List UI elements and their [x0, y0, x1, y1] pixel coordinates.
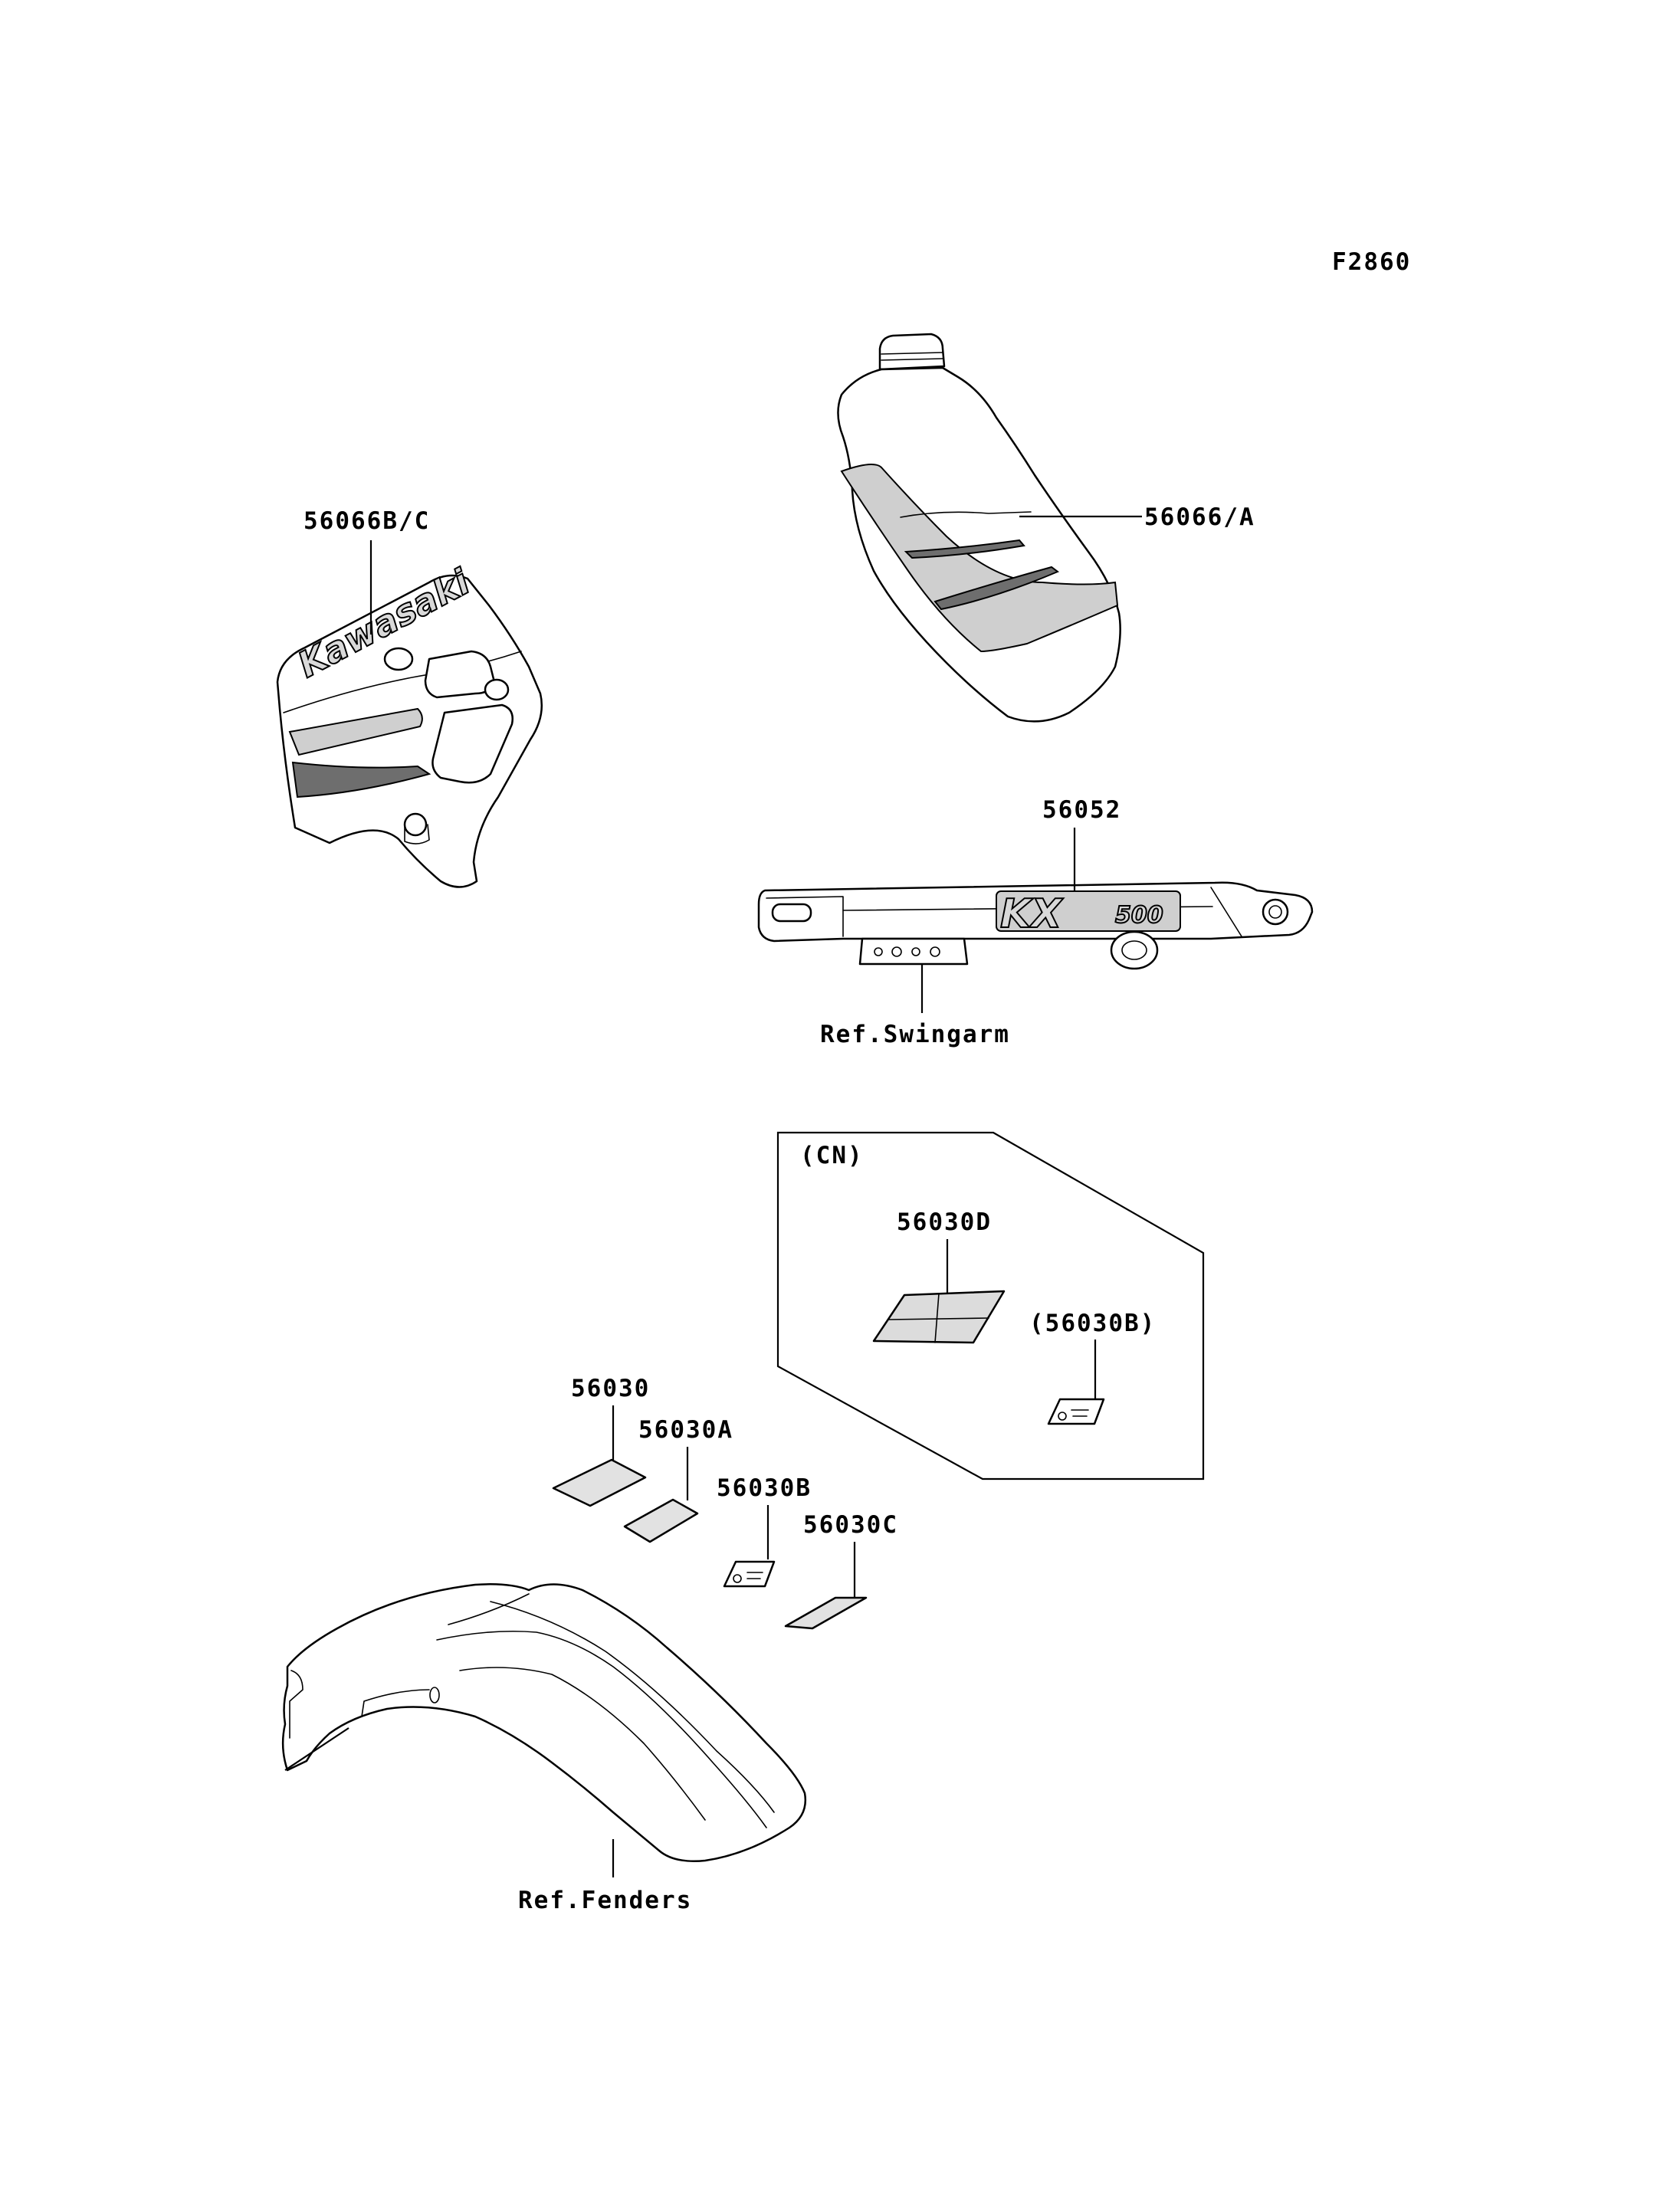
decal-56030c: [784, 1596, 868, 1630]
kx-logo: KX: [1000, 891, 1064, 937]
swingarm-part: KX 500: [757, 881, 1314, 970]
label-56030c: 56030C: [803, 1511, 898, 1539]
decal-56030a: [623, 1498, 699, 1543]
label-ref-swingarm: Ref.Swingarm: [820, 1021, 1010, 1048]
label-56066a: 56066/A: [1144, 503, 1255, 531]
label-cn: (CN): [800, 1142, 864, 1169]
decal-56030: [552, 1458, 647, 1507]
fuel-tank-part: [837, 333, 1121, 723]
label-56052: 56052: [1042, 796, 1121, 824]
label-56030b-cn: (56030B): [1029, 1310, 1156, 1337]
cn-box: [776, 1131, 1205, 1481]
label-56030b: 56030B: [717, 1474, 812, 1502]
decal-56030b-cn: [1047, 1398, 1105, 1425]
kx-model-logo: 500: [1115, 902, 1163, 929]
label-56030a: 56030A: [638, 1416, 733, 1444]
label-ref-fenders: Ref.Fenders: [518, 1887, 692, 1914]
figure-code: F2860: [1332, 248, 1411, 276]
label-56030: 56030: [571, 1375, 650, 1402]
decal-56030b: [723, 1560, 776, 1588]
front-fender-part: [281, 1583, 807, 1862]
label-56030d: 56030D: [897, 1208, 992, 1236]
label-56066bc: 56066B/C: [304, 507, 430, 535]
decal-56030d: [872, 1290, 1006, 1344]
side-cover-part: Kawasaki: [276, 559, 543, 888]
